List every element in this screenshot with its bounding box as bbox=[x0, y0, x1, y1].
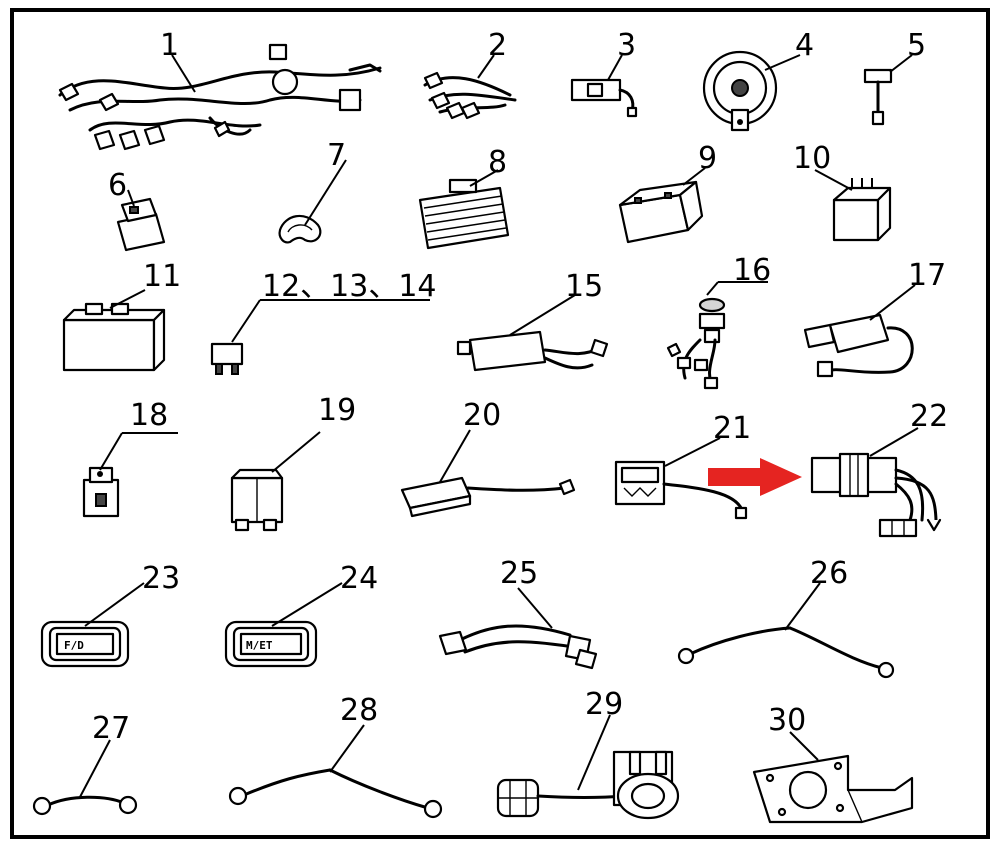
callout-8: 8 bbox=[488, 145, 507, 180]
callout-30: 30 bbox=[768, 703, 806, 738]
part-29-sensor-assembly[interactable] bbox=[496, 750, 680, 820]
callout-5: 5 bbox=[907, 28, 926, 63]
part-23-switch-fd[interactable]: F/D bbox=[40, 620, 130, 668]
callout-27: 27 bbox=[92, 711, 130, 746]
part-19-starter-relay[interactable] bbox=[230, 468, 284, 532]
callout-19: 19 bbox=[318, 393, 356, 428]
part-26-ground-cable[interactable] bbox=[677, 626, 895, 679]
switch-23-label: F/D bbox=[64, 639, 84, 652]
part-28-branch-cable[interactable] bbox=[228, 768, 443, 819]
part-30-bracket[interactable] bbox=[752, 754, 914, 824]
part-22-relay-highlighted[interactable] bbox=[810, 452, 942, 538]
highlight-arrow bbox=[708, 458, 802, 496]
callout-2: 2 bbox=[488, 28, 507, 63]
callout-6: 6 bbox=[108, 168, 127, 203]
callout-28: 28 bbox=[340, 693, 378, 728]
callout-26: 26 bbox=[810, 556, 848, 591]
callout-9: 9 bbox=[698, 141, 717, 176]
part-10-flasher-relay[interactable] bbox=[832, 178, 892, 242]
callout-16: 16 bbox=[733, 253, 771, 288]
part-12-13-14-fuse[interactable] bbox=[210, 342, 244, 375]
callout-3: 3 bbox=[617, 28, 636, 63]
part-15-ignition-coil[interactable] bbox=[456, 330, 609, 372]
callout-4: 4 bbox=[795, 28, 814, 63]
callout-24: 24 bbox=[340, 561, 378, 596]
part-20-sensor-with-lead[interactable] bbox=[400, 476, 576, 518]
callout-20: 20 bbox=[463, 398, 501, 433]
part-4-horn[interactable] bbox=[702, 50, 778, 132]
part-3-relay[interactable] bbox=[570, 78, 638, 118]
part-18-connector[interactable] bbox=[82, 466, 120, 518]
callout-11: 11 bbox=[143, 259, 181, 294]
part-5-brake-switch[interactable] bbox=[863, 68, 893, 126]
part-25-harness-lead[interactable] bbox=[438, 624, 598, 670]
part-1-wiring-harness[interactable] bbox=[58, 43, 382, 151]
callout-15: 15 bbox=[565, 269, 603, 304]
callout-1: 1 bbox=[160, 28, 179, 63]
part-6-relay[interactable] bbox=[116, 197, 166, 252]
part-2-sub-harness[interactable] bbox=[423, 71, 517, 120]
callout-17: 17 bbox=[908, 258, 946, 293]
callout-29: 29 bbox=[585, 687, 623, 722]
callout-7: 7 bbox=[327, 138, 346, 173]
diagram-frame bbox=[10, 8, 990, 839]
part-16-ignition-switch[interactable] bbox=[666, 297, 726, 390]
part-17-high-tension-lead[interactable] bbox=[803, 313, 914, 378]
callout-21: 21 bbox=[713, 411, 751, 446]
switch-24-label: M/ET bbox=[246, 639, 273, 652]
part-8-regulator-rectifier[interactable] bbox=[418, 178, 510, 250]
callout-18: 18 bbox=[130, 398, 168, 433]
callout-12-13-14: 12、13、14 bbox=[262, 269, 437, 304]
callout-25: 25 bbox=[500, 556, 538, 591]
part-24-switch-met[interactable]: M/ET bbox=[224, 620, 318, 668]
part-11-cdi-unit[interactable] bbox=[62, 302, 166, 372]
part-7-cable-clamp[interactable] bbox=[278, 214, 322, 244]
part-9-battery[interactable] bbox=[618, 180, 704, 244]
callout-22: 22 bbox=[910, 399, 948, 434]
callout-23: 23 bbox=[142, 561, 180, 596]
part-21-rectifier-switch[interactable] bbox=[614, 460, 748, 520]
part-27-ground-strap[interactable] bbox=[32, 795, 138, 816]
callout-10: 10 bbox=[793, 141, 831, 176]
